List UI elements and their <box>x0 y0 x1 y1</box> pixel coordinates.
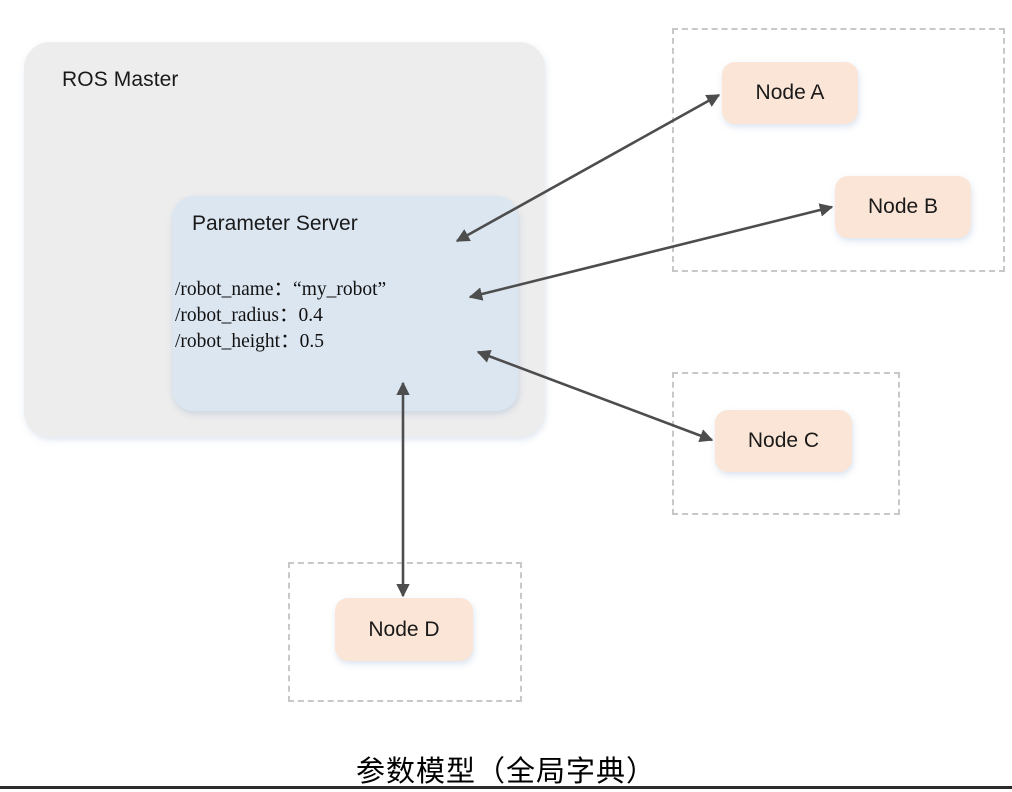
ros-master-label: ROS Master <box>62 68 179 91</box>
parameter-list: /robot_name：“my_robot” /robot_radius：0.4… <box>175 277 386 355</box>
parameter-server-title: Parameter Server <box>192 212 358 235</box>
node-d-label: Node D <box>368 617 440 641</box>
node-c-box[interactable]: Node C <box>715 410 852 472</box>
parameter-row-robot-radius: /robot_radius：0.4 <box>175 305 323 326</box>
node-b-label: Node B <box>867 195 939 218</box>
node-d-box[interactable]: Node D <box>335 598 473 661</box>
node-a-box[interactable]: Node A <box>722 62 858 124</box>
parameter-row-robot-name: /robot_name：“my_robot” <box>175 279 387 300</box>
bottom-divider <box>0 786 1012 789</box>
node-a-label: Node A <box>755 81 825 104</box>
node-c-label: Node C <box>747 429 820 452</box>
node-b-box[interactable]: Node B <box>835 176 971 238</box>
node-group-c <box>672 372 900 515</box>
parameter-row-robot-height: /robot_height：0.5 <box>175 331 324 352</box>
figure-caption: 参数模型（全局字典） <box>355 756 656 788</box>
